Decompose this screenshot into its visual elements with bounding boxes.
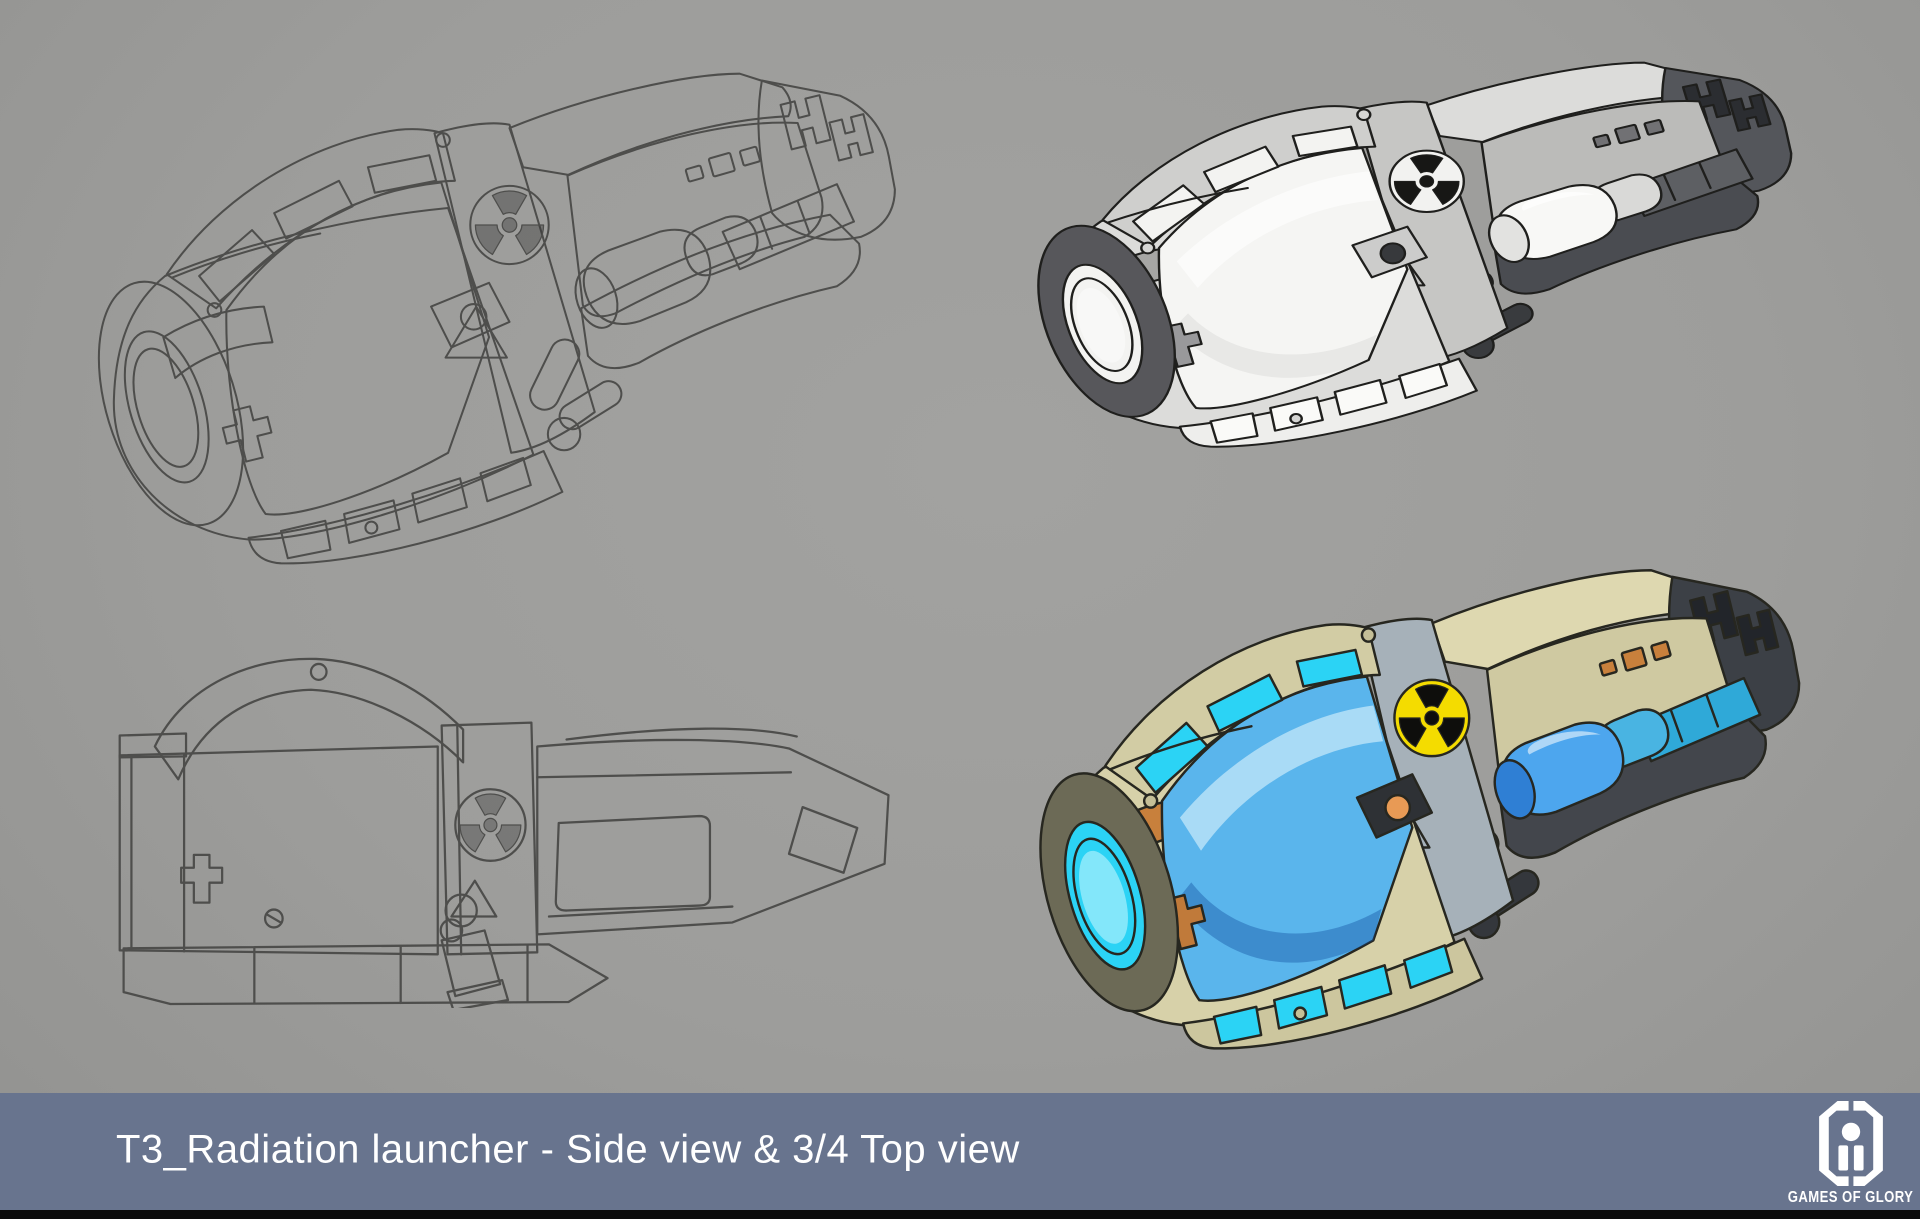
bottom-rail bbox=[122, 943, 609, 1006]
rear-barrel bbox=[536, 738, 890, 936]
radiation-disc bbox=[454, 788, 527, 862]
footer-strip bbox=[0, 1210, 1920, 1219]
tip-slot bbox=[787, 805, 859, 874]
view-color-render bbox=[1032, 552, 1804, 1050]
pipe-elbow bbox=[439, 918, 464, 943]
screw bbox=[263, 908, 284, 929]
panel-line bbox=[130, 753, 186, 953]
view-side-sketch bbox=[108, 650, 908, 1008]
top-step bbox=[118, 732, 188, 759]
front-box bbox=[118, 745, 439, 956]
logo-wordmark: GAMES OF GLORY bbox=[1788, 1189, 1914, 1206]
rail-divider bbox=[253, 944, 529, 1005]
sight-line bbox=[565, 727, 798, 741]
view-grayscale-render bbox=[1030, 48, 1796, 448]
warning-triangle-icon bbox=[450, 879, 498, 918]
panel-line bbox=[536, 771, 793, 918]
bolt bbox=[309, 662, 328, 681]
games-of-glory-logo: GAMES OF GLORY bbox=[1784, 1101, 1918, 1213]
center-column bbox=[440, 721, 539, 956]
radiation-trefoil-icon bbox=[459, 793, 522, 853]
screw-slot bbox=[265, 913, 282, 924]
caption-bar: T3_Radiation launcher - Side view & 3/4 … bbox=[0, 1093, 1920, 1210]
carry-handle bbox=[153, 657, 465, 781]
logo-octagon-icon bbox=[1819, 1101, 1883, 1186]
rear-panel bbox=[554, 814, 712, 912]
cross-emblem bbox=[180, 853, 224, 904]
view-sketch-34-top bbox=[90, 55, 900, 565]
grip-pommel bbox=[446, 979, 510, 1008]
caption-text: T3_Radiation launcher - Side view & 3/4 … bbox=[116, 1126, 1020, 1171]
grip bbox=[440, 929, 502, 998]
